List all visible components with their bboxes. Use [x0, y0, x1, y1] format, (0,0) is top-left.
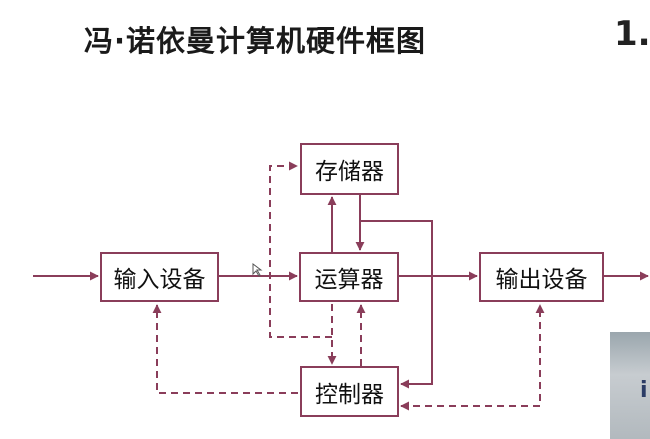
alu-box: 运算器 — [299, 252, 399, 302]
control-unit-box: 控制器 — [300, 366, 399, 417]
section-number: 1. — [614, 14, 650, 54]
video-overlay-thumbnail: i — [610, 332, 650, 439]
output-device-box: 输出设备 — [479, 252, 604, 302]
mouse-cursor-icon — [252, 263, 263, 277]
video-overlay-glyph: i — [640, 378, 648, 403]
flow-memory-to-control — [360, 220, 433, 389]
memory-box: 存储器 — [300, 143, 399, 195]
slide-title: 冯·诺依曼计算机硬件框图 — [84, 24, 427, 58]
signal-control-to-memory — [269, 161, 332, 338]
signal-control-input — [152, 304, 298, 394]
input-device-box: 输入设备 — [100, 252, 219, 302]
signal-control-output — [400, 304, 545, 411]
